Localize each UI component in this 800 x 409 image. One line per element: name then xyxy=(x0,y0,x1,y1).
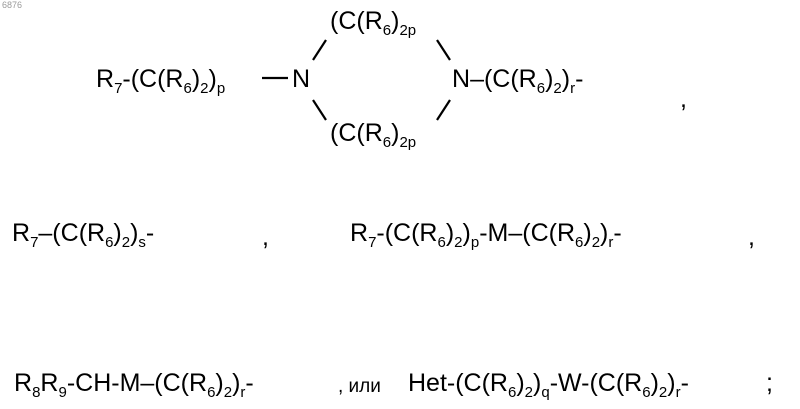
formula1-bottom-group: (C(R6)2p xyxy=(330,118,416,148)
formula1-comma: , xyxy=(680,84,687,114)
formula1-left-chain: R7-(C(R6)2)p xyxy=(96,64,225,94)
semicolon: ; xyxy=(766,368,773,398)
formula2: R7–(C(R6)2)s- xyxy=(12,218,154,248)
formula1-top-group: (C(R6)2p xyxy=(330,6,416,36)
formula3: R7-(C(R6)2)p-M–(C(R6)2)r- xyxy=(350,218,622,248)
bond-top-right-n xyxy=(437,40,450,60)
bond-n-bottom-left xyxy=(313,100,326,120)
formula3-comma: , xyxy=(748,222,755,252)
bond-n-top-left xyxy=(313,40,326,60)
bond-bottom-right-n xyxy=(437,100,450,120)
formula5: Het-(C(R6)2)q-W-(C(R6)2)r- xyxy=(408,368,689,398)
formula1-n-right-chain: N–(C(R6)2)r- xyxy=(452,64,583,94)
separator-ili: , или xyxy=(338,372,381,402)
formula2-comma: , xyxy=(262,222,269,252)
formula1-n-left: N xyxy=(292,64,310,94)
formula4: R8R9-CH-M–(C(R6)2)r- xyxy=(14,368,254,398)
